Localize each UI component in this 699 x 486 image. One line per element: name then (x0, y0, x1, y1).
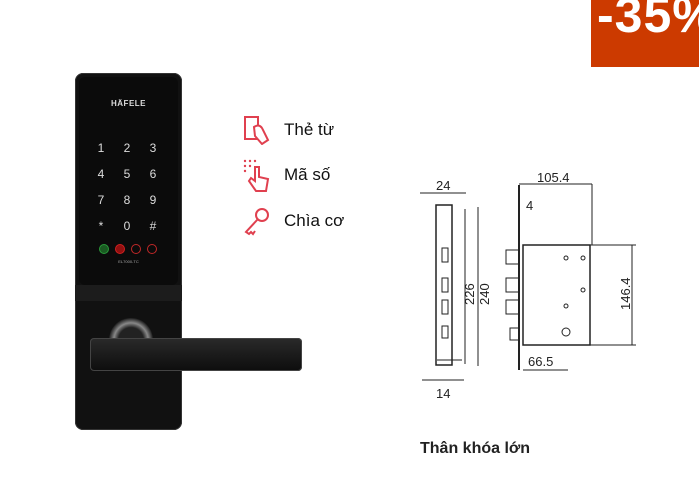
keypad-key: 5 (123, 167, 131, 181)
dim-14: 14 (436, 386, 450, 401)
led-unlock (99, 244, 109, 254)
dim-105-4: 105.4 (537, 170, 570, 185)
faceplate-view (420, 192, 479, 381)
keypad-key: 6 (149, 167, 157, 181)
dim-226: 226 (462, 283, 477, 305)
feature-label: Thẻ từ (284, 120, 335, 139)
feature-code: Mã số (242, 158, 330, 192)
keypad-key: 7 (97, 193, 105, 207)
lever-handle (90, 338, 302, 371)
dim-24: 24 (436, 178, 450, 193)
feature-card: Thẻ từ (242, 115, 334, 145)
led-lock (115, 244, 125, 254)
dim-4: 4 (526, 198, 533, 213)
smart-lock-image: HÄFELE 1 2 3 4 5 6 7 8 9 * 0 # EL7000-TC (75, 73, 182, 430)
panel-band (75, 285, 182, 301)
case-view (505, 183, 636, 371)
dim-66-5: 66.5 (528, 354, 553, 369)
card-hand-icon (244, 116, 270, 145)
mortise-diagram: 24 14 226 240 105.4 4 146.4 66.5 (420, 170, 636, 401)
key-icon (244, 208, 269, 236)
keypad-key: 4 (97, 167, 105, 181)
discount-badge: -35% (591, 0, 699, 67)
keypad-key: * (98, 219, 104, 233)
led-battery (147, 244, 157, 254)
feature-label: Mã số (284, 165, 331, 184)
keypad-key: 8 (123, 193, 131, 207)
keypad-panel: HÄFELE 1 2 3 4 5 6 7 8 9 * 0 # EL7000-TC (79, 77, 178, 285)
keypad-finger-icon (243, 159, 270, 192)
keypad-key: 2 (123, 141, 131, 155)
discount-text: -35% (597, 0, 699, 43)
model-label: EL7000-TC (118, 259, 139, 264)
feature-label: Chìa cơ (284, 211, 345, 230)
brand-logo: HÄFELE (111, 99, 146, 108)
dim-146-4: 146.4 (618, 277, 633, 310)
dim-240: 240 (477, 283, 492, 305)
feature-key: Chìa cơ (242, 206, 344, 236)
keypad-key: 9 (149, 193, 157, 207)
keypad-key: 1 (97, 141, 105, 155)
keypad-key: # (149, 219, 157, 233)
led-status (131, 244, 141, 254)
diagram-caption: Thân khóa lớn (420, 440, 531, 457)
keypad-key: 0 (123, 219, 131, 233)
keypad-key: 3 (149, 141, 157, 155)
